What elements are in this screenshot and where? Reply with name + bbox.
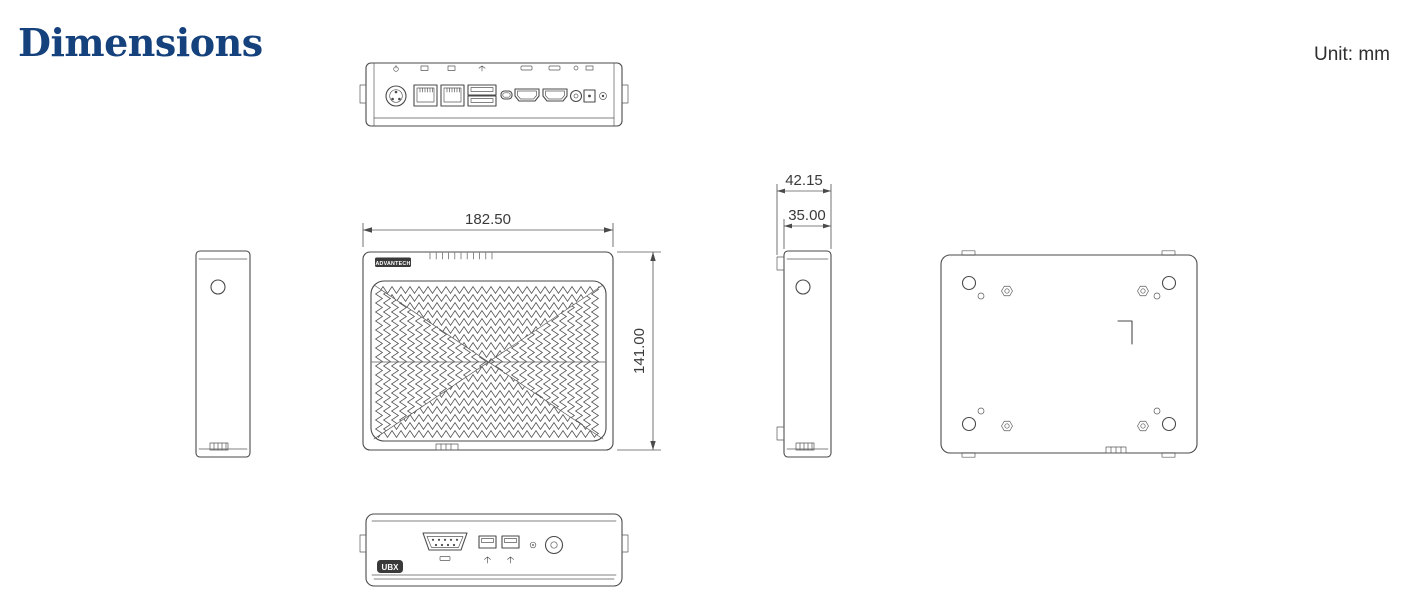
pilot-hole-tl [977,292,985,300]
hex-standoff-tr [1137,285,1149,297]
screw-hole-br [1161,416,1177,432]
power-led [529,541,537,549]
model-logo: UBX [377,560,403,573]
unit-label: Unit: mm [1314,44,1390,65]
top-view: ADVANTECH [362,251,614,451]
model-logo-text: UBX [382,563,400,572]
mini-port [500,90,513,100]
dimension-height-label: 141.00 [631,328,648,374]
lan-port-1 [413,84,438,107]
dimension-width: 182.50 [362,211,614,247]
front-panel-view: UBX [359,513,629,587]
x-vent-pattern [371,284,606,440]
top-view-bottom-notch [435,443,459,451]
dimension-depth-total: 42.15 [776,172,832,255]
lan-port-2 [440,84,465,107]
vent-area-border [370,280,607,442]
lan2-icon [447,65,456,71]
hdmi-port-1 [514,88,540,102]
dimension-width-label: 182.50 [465,211,511,228]
screw-hole-tl [961,275,977,291]
usb1-icon [484,556,491,564]
pilot-hole-bl [977,407,985,415]
usb-stack [467,84,497,107]
hex-standoff-br [1137,420,1149,432]
power-button [544,535,564,555]
audio-icon [573,65,579,71]
left-side-view [195,250,251,458]
brand-logo: ADVANTECH [375,257,411,267]
bottom-tab-br [1161,452,1176,458]
ground-stud [599,92,607,100]
usb2-icon [507,556,514,564]
vent-slot-right [795,442,815,451]
front-mount-tab-left [359,534,367,553]
bottom-tab-tr [1161,250,1176,256]
hdmi-port-1-inner [517,90,537,100]
bottom-tab-bl [961,452,976,458]
screw-hole-bl [961,416,977,432]
rear-port-icons [393,65,594,72]
thumb-screw-hole-right [795,279,811,295]
page-title: Dimensions [18,20,263,65]
rear-mount-tab-left [359,84,367,104]
dimension-height: 141.00 [617,251,661,451]
hex-standoff-tl [1001,285,1013,297]
com-port-label-icon [439,556,451,561]
mounting-flange-top [776,256,785,271]
dimension-depth-body-label: 35.00 [788,207,826,224]
power-icon [393,65,399,72]
lan1-icon [420,65,429,71]
vent-slot-left [209,442,229,451]
com-port [422,532,468,561]
bottom-view [940,250,1198,458]
orientation-mark [1117,320,1133,345]
bottom-connector-notch [1105,446,1127,454]
dimension-depth-total-label: 42.15 [785,172,823,189]
power-connector [583,89,596,103]
hdmi-port-2 [542,88,568,102]
hdmi1-label-icon [520,65,533,71]
usb-port-2 [501,535,520,564]
top-vent-ticks [429,252,493,260]
usb-port-1 [478,535,497,564]
hdmi2-label-icon [548,65,561,71]
audio-jack [569,89,583,103]
thumb-screw-hole-left [210,279,226,295]
brand-logo-text: ADVANTECH [375,261,410,267]
pilot-hole-tr [1153,292,1161,300]
bottom-tab-tl [961,250,976,256]
usb-icon [478,65,486,72]
hdmi-port-2-inner [545,90,565,100]
pilot-hole-br [1153,407,1161,415]
hex-standoff-bl [1001,420,1013,432]
mounting-flange-bottom [776,426,785,441]
rear-io-view [359,62,629,127]
rear-mount-tab-right [621,84,629,104]
right-side-view [776,250,832,458]
front-mount-tab-right [621,534,629,553]
dimension-depth-body: 35.00 [783,207,831,249]
dc-power-jack [385,85,407,107]
switch-icon [585,65,594,71]
screw-hole-tr [1161,275,1177,291]
